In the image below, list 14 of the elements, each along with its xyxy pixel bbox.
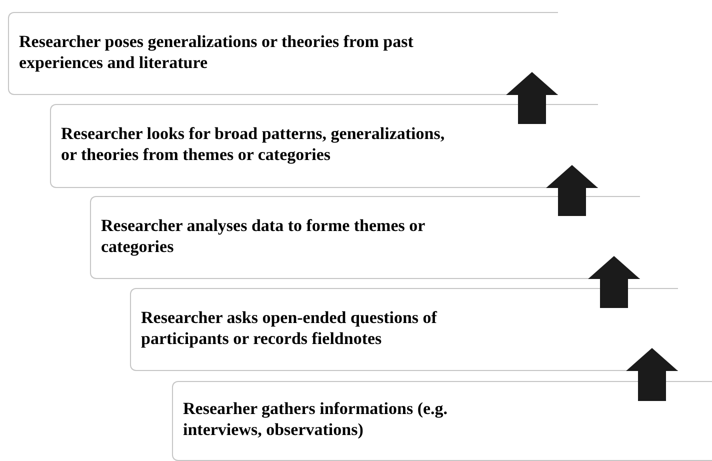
step-box: [8, 12, 558, 95]
step-box: [50, 104, 598, 188]
step-text: Researher gathers informations (e.g. interviews, observations): [183, 398, 449, 440]
block-arrow: [546, 165, 598, 216]
block-arrow: [588, 256, 640, 308]
block-arrow: [506, 72, 558, 124]
step-box: [172, 381, 712, 461]
step-text: Researcher asks open-ended questions of participants or records fieldnotes: [141, 306, 438, 348]
step-box: [90, 196, 640, 279]
step-text: Researcher looks for broad patterns, generalizations, or theories from themes or categories: [61, 123, 446, 165]
block-arrow: [626, 348, 678, 401]
step-text: Researcher poses generalizations or theories from past experiences and literature: [19, 30, 414, 72]
step-box: [130, 288, 678, 371]
step-text: Researcher analyses data to forme themes or categories: [101, 214, 426, 256]
